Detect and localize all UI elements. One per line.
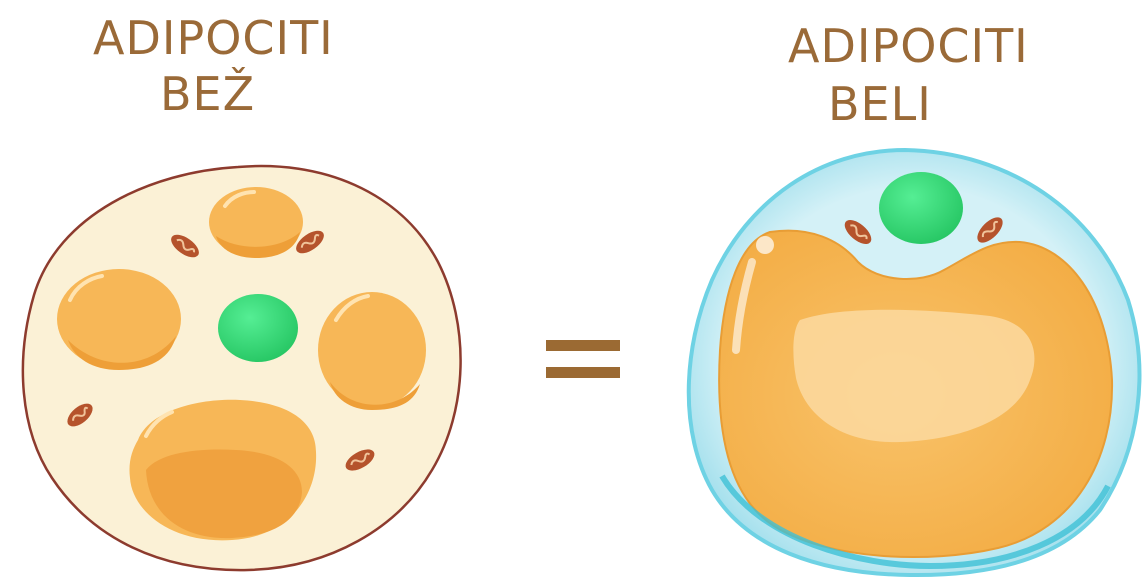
beige-fat-droplet-bottom bbox=[129, 400, 316, 541]
beige-fat-droplet-top bbox=[209, 187, 303, 258]
beige-adipocyte-cell bbox=[23, 166, 461, 570]
beige-cell-nucleus bbox=[218, 294, 298, 362]
white-adipocyte-cell bbox=[689, 150, 1140, 575]
white-cell-nucleus bbox=[879, 172, 963, 244]
